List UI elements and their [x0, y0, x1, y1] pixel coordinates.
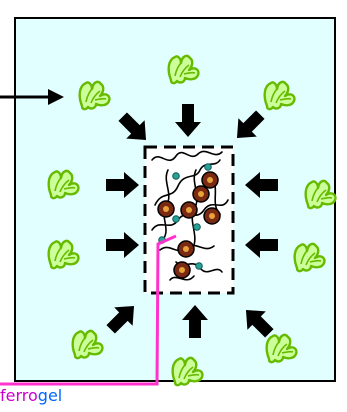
entry-arrow: [0, 89, 64, 105]
crosslink-node-icon: [172, 172, 180, 180]
crosslink-node-icon: [204, 163, 212, 171]
core-particle-icon: [201, 171, 219, 189]
core-particle-icon: [192, 185, 210, 203]
crosslink-node-icon: [172, 215, 180, 223]
caption-part2: gel: [37, 386, 63, 405]
caption-part1: ferro: [0, 386, 38, 405]
core-particle-icon: [157, 200, 175, 218]
crosslink-node-icon: [195, 262, 203, 270]
core-particle-icon: [177, 240, 195, 258]
caption: ferrogel: [0, 386, 62, 406]
core-particle-icon: [180, 201, 198, 219]
core-particle-icon: [173, 261, 191, 279]
crosslink-node-icon: [193, 223, 201, 231]
core-particle-icon: [203, 207, 221, 225]
caption-pointer: [0, 234, 177, 386]
